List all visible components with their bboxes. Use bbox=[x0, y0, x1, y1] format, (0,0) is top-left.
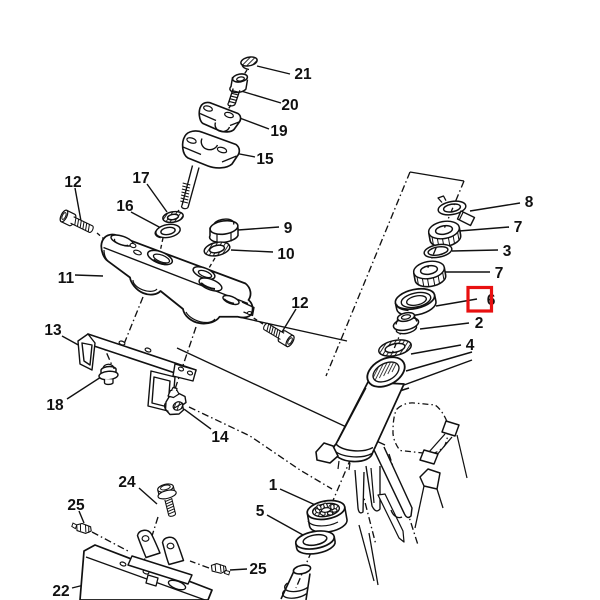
svg-text:13: 13 bbox=[44, 322, 62, 339]
svg-text:7: 7 bbox=[495, 265, 504, 282]
svg-text:25: 25 bbox=[249, 561, 267, 578]
svg-text:15: 15 bbox=[256, 151, 274, 168]
svg-text:22: 22 bbox=[52, 583, 69, 600]
svg-text:4: 4 bbox=[466, 337, 475, 354]
svg-text:21: 21 bbox=[294, 66, 312, 83]
svg-text:17: 17 bbox=[132, 170, 149, 187]
svg-text:11: 11 bbox=[58, 270, 75, 287]
svg-text:9: 9 bbox=[284, 220, 293, 237]
svg-text:7: 7 bbox=[514, 219, 523, 236]
svg-text:24: 24 bbox=[118, 474, 136, 491]
svg-text:8: 8 bbox=[525, 194, 534, 211]
svg-text:19: 19 bbox=[270, 123, 288, 140]
svg-text:14: 14 bbox=[211, 429, 229, 446]
svg-text:10: 10 bbox=[277, 246, 294, 263]
svg-text:1: 1 bbox=[269, 477, 278, 494]
svg-text:12: 12 bbox=[64, 174, 81, 191]
svg-text:3: 3 bbox=[503, 243, 512, 260]
svg-text:5: 5 bbox=[256, 503, 265, 520]
svg-text:20: 20 bbox=[281, 97, 298, 114]
svg-text:18: 18 bbox=[46, 397, 64, 414]
svg-text:25: 25 bbox=[67, 497, 85, 514]
svg-text:12: 12 bbox=[291, 295, 308, 312]
svg-text:16: 16 bbox=[116, 198, 134, 215]
svg-text:2: 2 bbox=[475, 315, 484, 332]
